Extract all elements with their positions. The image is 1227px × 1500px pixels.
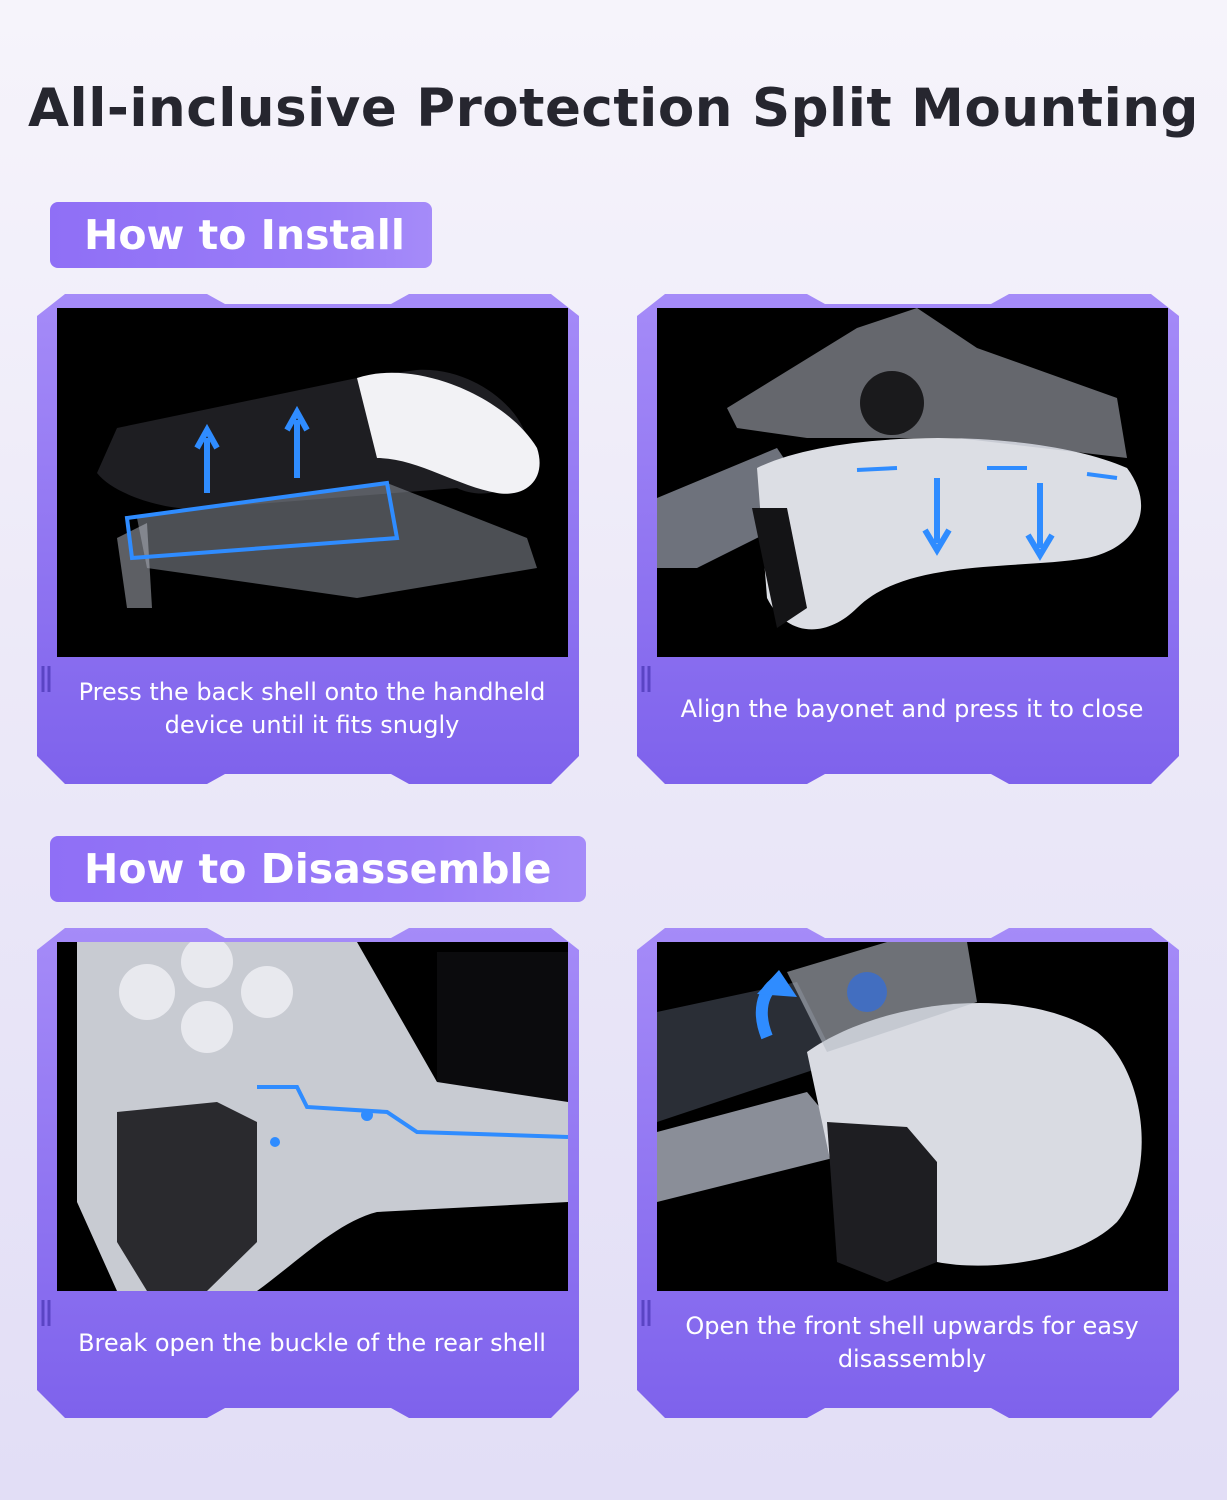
disassemble-step-2-caption: Open the front shell upwards for easy di… [685,1312,1139,1373]
install-step-1-caption: Press the back shell onto the handheld d… [78,678,546,739]
install-back-shell-illustration [57,308,568,657]
page-title: All-inclusive Protection Split Mounting [28,78,1199,139]
install-bayonet-illustration [657,308,1168,657]
disassemble-front-shell-illustration [657,942,1168,1291]
disassemble-step-1-caption: Break open the buckle of the rear shell [78,1328,546,1357]
install-step-1-card: Press the back shell onto the handheld d… [37,294,579,784]
section-label-install: How to Install [50,202,432,268]
section-label-disassemble: How to Disassemble [50,836,586,902]
section-label-disassemble-text: How to Disassemble [84,845,552,893]
disassemble-buckle-illustration [57,942,568,1291]
disassemble-step-2-card: Open the front shell upwards for easy di… [637,928,1179,1418]
install-step-2-card: Align the bayonet and press it to close [637,294,1179,784]
install-step-2-caption: Align the bayonet and press it to close [680,694,1144,723]
section-label-install-text: How to Install [84,211,405,259]
disassemble-step-1-card: Break open the buckle of the rear shell [37,928,579,1418]
